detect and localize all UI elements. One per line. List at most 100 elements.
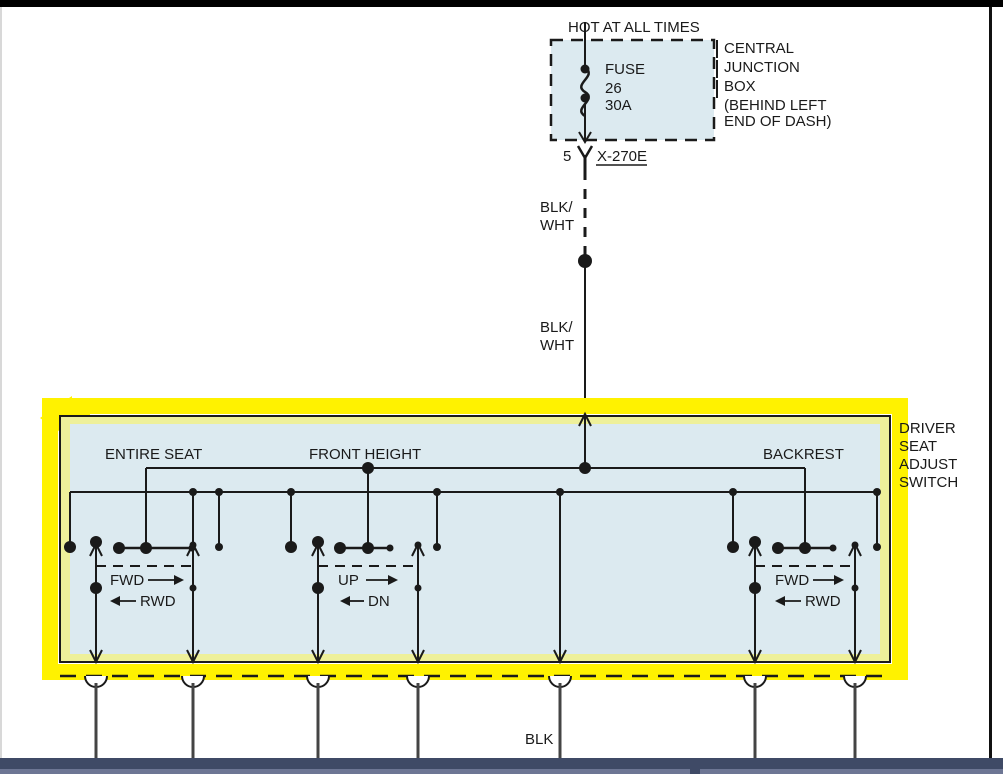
backrest-fwd-label: FWD (775, 572, 809, 589)
switch-group-backrest[interactable]: FWD RWD (748, 536, 862, 665)
upper-blk-wht-wire-group: BLK/ WHT (540, 170, 587, 255)
group-heading-entire-seat: ENTIRE SEAT (105, 446, 202, 463)
backrest-fwd-arrow-head-icon (834, 575, 844, 585)
front-height-wiper-pivot (334, 542, 346, 554)
front-height-up-label: UP (338, 572, 359, 589)
rail-tap-left-long (189, 488, 197, 496)
front-height-wiper-tip (386, 544, 394, 552)
window-right-edge (989, 7, 1003, 767)
backrest-wiper-common (799, 542, 811, 554)
lower-blk-wht-label-line1: BLK/ (540, 319, 573, 336)
contact-dot-4 (433, 543, 441, 551)
window-left-edge (0, 7, 2, 767)
fuse-terminal-top-dot (580, 64, 590, 74)
junction-box-line-2: JUNCTION (724, 59, 800, 76)
front-height-dn-label: DN (368, 593, 390, 610)
fuse-rating: 30A (605, 97, 632, 114)
power-feed-tap-front-height (362, 462, 374, 474)
switch-bottom-boundary-group (60, 674, 890, 688)
rail-tap-6 (873, 488, 881, 496)
rail-left-arrow-icon (186, 649, 200, 665)
entire-seat-fwd-arrow-head-icon (174, 575, 184, 585)
entire-seat-wiper-common (140, 542, 152, 554)
lower-blk-wht-wire-group: BLK/ WHT (540, 266, 597, 413)
backrest-rwd-down-arrow-icon (848, 649, 862, 665)
contact-rail-bus (64, 488, 881, 665)
rail-center-arrow-icon (553, 649, 567, 665)
lower-blk-wht-label-line2: WHT (540, 337, 574, 354)
entire-seat-fwd-up-arrow-icon (89, 541, 103, 557)
entire-seat-rwd-label: RWD (140, 593, 176, 610)
group-heading-front-height: FRONT HEIGHT (309, 446, 421, 463)
front-height-up-mid-dot (312, 582, 324, 594)
horizontal-scrollbar[interactable] (0, 758, 1003, 774)
entire-seat-rwd-arrow-head-icon (110, 596, 120, 606)
connector-pin-number: 5 (563, 148, 571, 165)
backrest-rwd-arrow-head-icon (775, 596, 785, 606)
front-height-up-arrow-icon (311, 541, 325, 557)
entire-seat-wiper-pivot (113, 542, 125, 554)
group-heading-backrest: BACKREST (763, 446, 844, 463)
fuse-label: FUSE (605, 61, 645, 78)
backrest-wiper-pivot (772, 542, 784, 554)
switch-box-interior (70, 424, 880, 654)
contact-dot-6 (873, 543, 881, 551)
ground-blk-label: BLK (525, 731, 553, 748)
junction-box-line-4: (BEHIND LEFT (724, 97, 827, 114)
switch-group-entire-seat[interactable]: FWD RWD (89, 536, 200, 665)
fuse-terminal-bottom-dot (580, 93, 590, 103)
front-height-wiper-common (362, 542, 374, 554)
connector-x270e-group: 5 X-270E (563, 145, 647, 170)
power-feed-arrow-icon (578, 411, 592, 427)
scrollbar-track-left[interactable] (0, 769, 690, 774)
switch-callout-line-4: SWITCH (899, 474, 958, 491)
junction-box-line-3: BOX (724, 78, 756, 95)
switch-group-front-height[interactable]: UP DN (311, 536, 425, 665)
junction-box-line-5: END OF DASH) (724, 113, 832, 130)
front-height-dn-mid-dot (414, 584, 422, 592)
scrollbar-track-right[interactable] (700, 769, 1003, 774)
front-height-dn-arrow-head-icon (340, 596, 350, 606)
entire-seat-fwd-down-arrow-icon (89, 649, 103, 665)
central-junction-box-group: HOT AT ALL TIMES FUSE 26 30A CENTRAL JUN… (549, 19, 832, 144)
backrest-fwd-down-arrow-icon (748, 649, 762, 665)
window-top-bar (0, 0, 1003, 7)
backrest-rwd-mid-dot (851, 584, 859, 592)
entire-seat-rwd-mid-dot (189, 584, 197, 592)
rail-tap-3 (287, 488, 295, 496)
connector-name: X-270E (597, 148, 647, 165)
backrest-fwd-arrow-icon (748, 541, 762, 557)
switch-callout-line-2: SEAT (899, 438, 937, 455)
backrest-rwd-label: RWD (805, 593, 841, 610)
contact-dot-3 (285, 541, 297, 553)
fuse-number: 26 (605, 80, 622, 97)
contact-dot-5 (727, 541, 739, 553)
front-height-up-down-arrow-icon (311, 649, 325, 665)
driver-seat-adjust-switch-box: DRIVER SEAT ADJUST SWITCH ENTIRE SEAT FR… (59, 411, 958, 665)
front-height-dn-down-arrow-icon (411, 649, 425, 665)
highlight-frame (42, 398, 908, 680)
fuse-element-icon (580, 66, 590, 118)
backrest-wiper-tip (829, 544, 837, 552)
entire-seat-rwd-up-arrow-icon (186, 541, 200, 557)
front-height-up-arrow-head-icon (388, 575, 398, 585)
ground-wires-group: BLK (94, 683, 857, 758)
rail-tap-4 (433, 488, 441, 496)
rail-tap-2 (215, 488, 223, 496)
rail-tap-center (556, 488, 564, 496)
entire-seat-fwd-label: FWD (110, 572, 144, 589)
backrest-rwd-arrow-icon (848, 541, 862, 557)
entire-seat-fwd-mid-dot (90, 582, 102, 594)
junction-box-line-1: CENTRAL (724, 40, 794, 57)
rail-tap-5 (729, 488, 737, 496)
contact-dot-2 (215, 543, 223, 551)
switch-callout-line-3: ADJUST (899, 456, 957, 473)
upper-blk-wht-label-line2: WHT (540, 217, 574, 234)
splice-dot (578, 254, 592, 268)
power-feed-bus (145, 411, 806, 547)
front-height-dn-arrow-icon (411, 541, 425, 557)
fuse-output-arrow-icon (578, 131, 592, 144)
central-junction-box-outline (549, 38, 716, 142)
